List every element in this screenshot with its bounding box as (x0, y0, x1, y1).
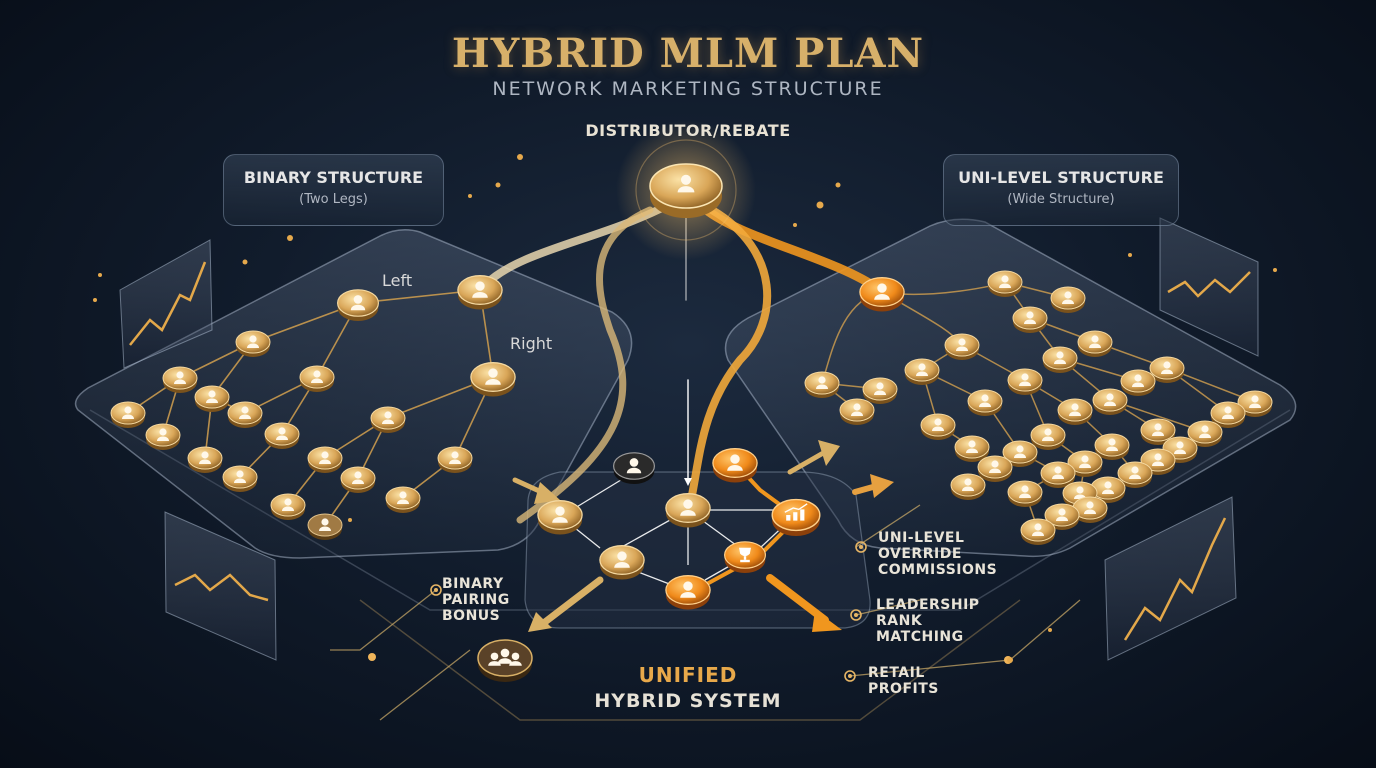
unilevel-nodes (804, 270, 1273, 545)
binary-nodes (110, 275, 516, 540)
binary-structure-subtitle: (Two Legs) (299, 192, 368, 207)
unilevel-structure-subtitle: (Wide Structure) (1007, 192, 1115, 207)
growth-chart-icon (771, 498, 821, 536)
page-title: HYBRID MLM PLAN (451, 30, 925, 77)
unilevel-structure-panel: UNI-LEVEL STRUCTURE (Wide Structure) (943, 154, 1179, 226)
left-leg-label: Left (382, 271, 413, 290)
mini-chart-right-top (1159, 217, 1259, 357)
mini-chart-left-top (119, 239, 213, 369)
mini-chart-right-bottom (1104, 496, 1237, 661)
person-icon (537, 500, 583, 535)
trophy-icon (723, 541, 767, 573)
center-arrows (512, 379, 894, 632)
manager-icon (712, 448, 758, 483)
person-icon (599, 545, 645, 580)
page-subtitle: NETWORK MARKETING STRUCTURE (492, 78, 884, 100)
mini-chart-left-bottom (164, 511, 277, 661)
unified-label: UNIFIED (638, 663, 738, 687)
team-icon (477, 639, 533, 682)
root-node (616, 120, 756, 260)
decorative-particles (93, 154, 1277, 663)
person-icon (665, 493, 711, 528)
center-nodes (477, 448, 821, 682)
binary-structure-panel: BINARY STRUCTURE (Two Legs) (223, 154, 444, 226)
unilevel-structure-title: UNI-LEVEL STRUCTURE (958, 168, 1164, 187)
right-leg-label: Right (510, 334, 553, 353)
hybrid-system-label: HYBRID SYSTEM (594, 690, 782, 712)
person-icon (665, 575, 711, 610)
root-node-label: DISTRIBUTOR/REBATE (585, 121, 791, 140)
binary-platform (74, 229, 633, 559)
person-icon (612, 452, 656, 484)
binary-structure-title: BINARY STRUCTURE (243, 168, 424, 187)
